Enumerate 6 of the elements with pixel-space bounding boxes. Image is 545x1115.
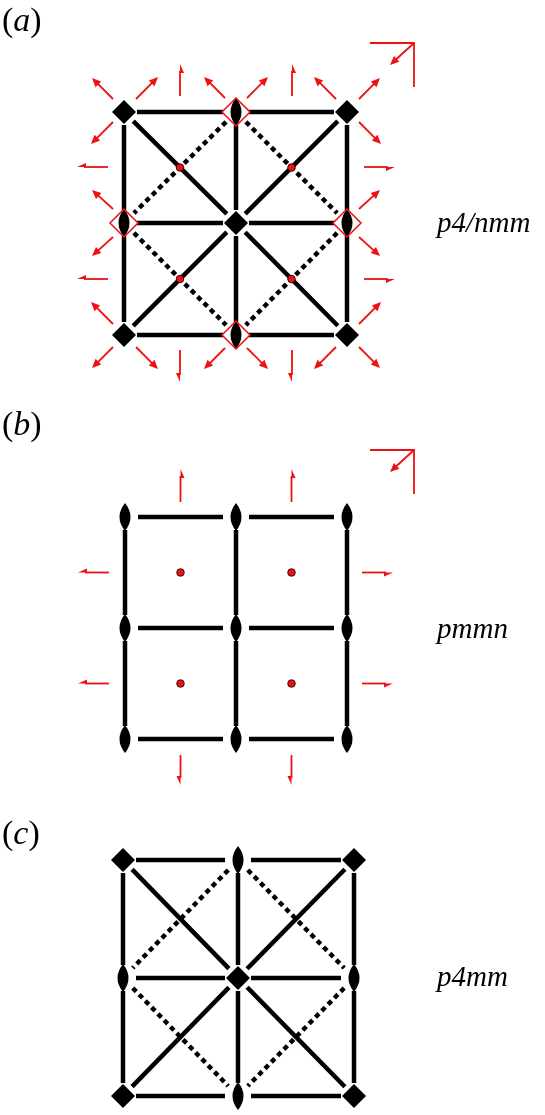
plane-group-symbol: p4mm <box>437 962 508 991</box>
plane-group-symbol: pmmn <box>437 614 508 643</box>
plane-group-symbol: p4/nmm <box>437 208 531 237</box>
panel-label: (b) <box>2 407 42 441</box>
panel-label: (a) <box>2 3 42 37</box>
panel-label: (c) <box>2 816 40 850</box>
